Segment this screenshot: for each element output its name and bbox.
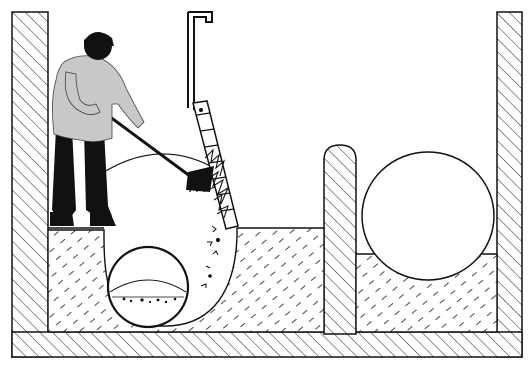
operator-cap — [84, 32, 114, 46]
inlet-hood-outline — [104, 154, 214, 172]
channel-divider-pier — [324, 145, 356, 334]
operator-boots — [50, 210, 116, 226]
left-wall — [12, 12, 48, 357]
bar-screen — [188, 12, 238, 229]
screen-top-bracket — [188, 12, 212, 110]
falling-debris — [201, 226, 220, 288]
operator — [50, 32, 144, 226]
inlet-pipe — [108, 247, 188, 327]
operator-legs — [52, 128, 112, 218]
outlet-pipe — [362, 152, 494, 280]
floor-slab — [12, 332, 522, 357]
right-wall — [497, 12, 522, 357]
operator-shirt — [52, 56, 144, 142]
